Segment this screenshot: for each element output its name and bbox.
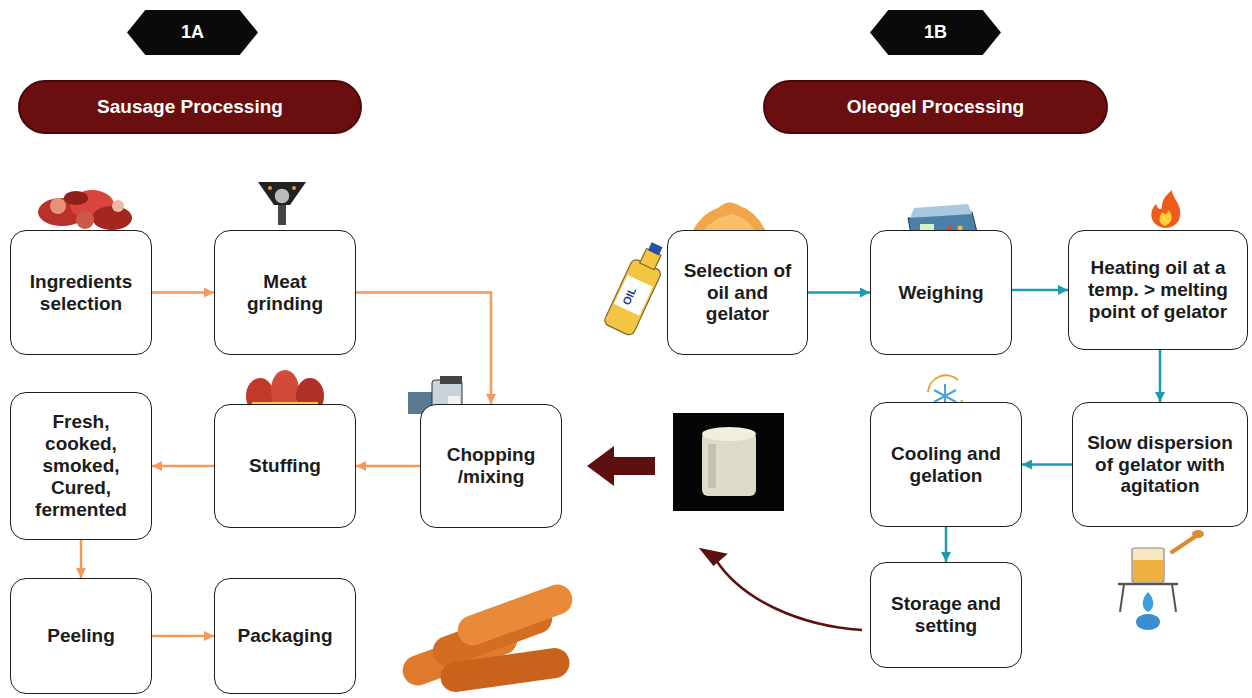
flow-arrow — [945, 527, 948, 562]
node-text: Stuffing — [249, 455, 321, 477]
process-box: Chopping /mixing — [420, 404, 562, 528]
flow-arrow — [1012, 289, 1068, 292]
flow-arrow — [152, 291, 214, 294]
flow-arrow — [80, 540, 83, 578]
section-banner: Oleogel Processing — [763, 80, 1108, 134]
process-box: Selection of oil and gelator — [667, 230, 808, 355]
node-text: 1B — [924, 22, 947, 43]
oil-bottle-icon — [603, 238, 672, 337]
flow-arrow — [356, 465, 420, 468]
flow-arrow — [356, 293, 491, 405]
sausages-illustration — [398, 580, 576, 694]
node-text: Slow dispersion of gelator with agitatio… — [1081, 432, 1239, 498]
flame-icon — [1151, 190, 1180, 228]
node-text: Meat grinding — [223, 271, 347, 315]
oleogel-photo — [673, 413, 784, 511]
bottle-label: OIL — [620, 285, 639, 307]
process-box: Ingredients selection — [10, 230, 152, 355]
process-box: Meat grinding — [214, 230, 356, 355]
node-text: Heating oil at a temp. > melting point o… — [1077, 257, 1239, 323]
process-box: Storage and setting — [870, 562, 1022, 668]
panel-tag: 1A — [127, 10, 258, 55]
curved-arrow — [699, 544, 862, 630]
burner-beaker-icon — [1118, 530, 1204, 630]
process-box: Stuffing — [214, 404, 356, 528]
node-text: Peeling — [47, 625, 115, 647]
node-text: Cooling and gelation — [879, 443, 1013, 487]
node-text: 1A — [181, 22, 204, 43]
flow-arrow — [152, 465, 214, 468]
node-text: Weighing — [898, 282, 983, 304]
process-box: Peeling — [10, 578, 152, 694]
node-text: Selection of oil and gelator — [676, 260, 799, 326]
node-text: Chopping /mixing — [429, 444, 553, 488]
flow-arrow — [152, 635, 214, 638]
process-box: Fresh, cooked, smoked, Cured, fermented — [10, 392, 152, 540]
flow-arrow — [808, 291, 870, 294]
grinder-icon — [258, 182, 306, 225]
node-text: Fresh, cooked, smoked, Cured, fermented — [19, 411, 143, 520]
node-text: Storage and setting — [879, 593, 1013, 637]
process-box: Cooling and gelation — [870, 402, 1022, 527]
process-box: Slow dispersion of gelator with agitatio… — [1072, 402, 1248, 527]
process-box: Weighing — [870, 230, 1012, 355]
flow-arrow — [1159, 350, 1162, 402]
flow-arrow — [1022, 463, 1072, 466]
node-text: Sausage Processing — [97, 96, 283, 118]
section-banner: Sausage Processing — [18, 80, 362, 134]
node-text: Ingredients selection — [19, 271, 143, 315]
panel-tag: 1B — [870, 10, 1001, 55]
big-arrow — [587, 446, 655, 486]
node-text: Oleogel Processing — [847, 96, 1024, 118]
node-text: Packaging — [237, 625, 332, 647]
process-box: Packaging — [214, 578, 356, 694]
meat-icon — [38, 190, 132, 230]
process-box: Heating oil at a temp. > melting point o… — [1068, 230, 1248, 350]
